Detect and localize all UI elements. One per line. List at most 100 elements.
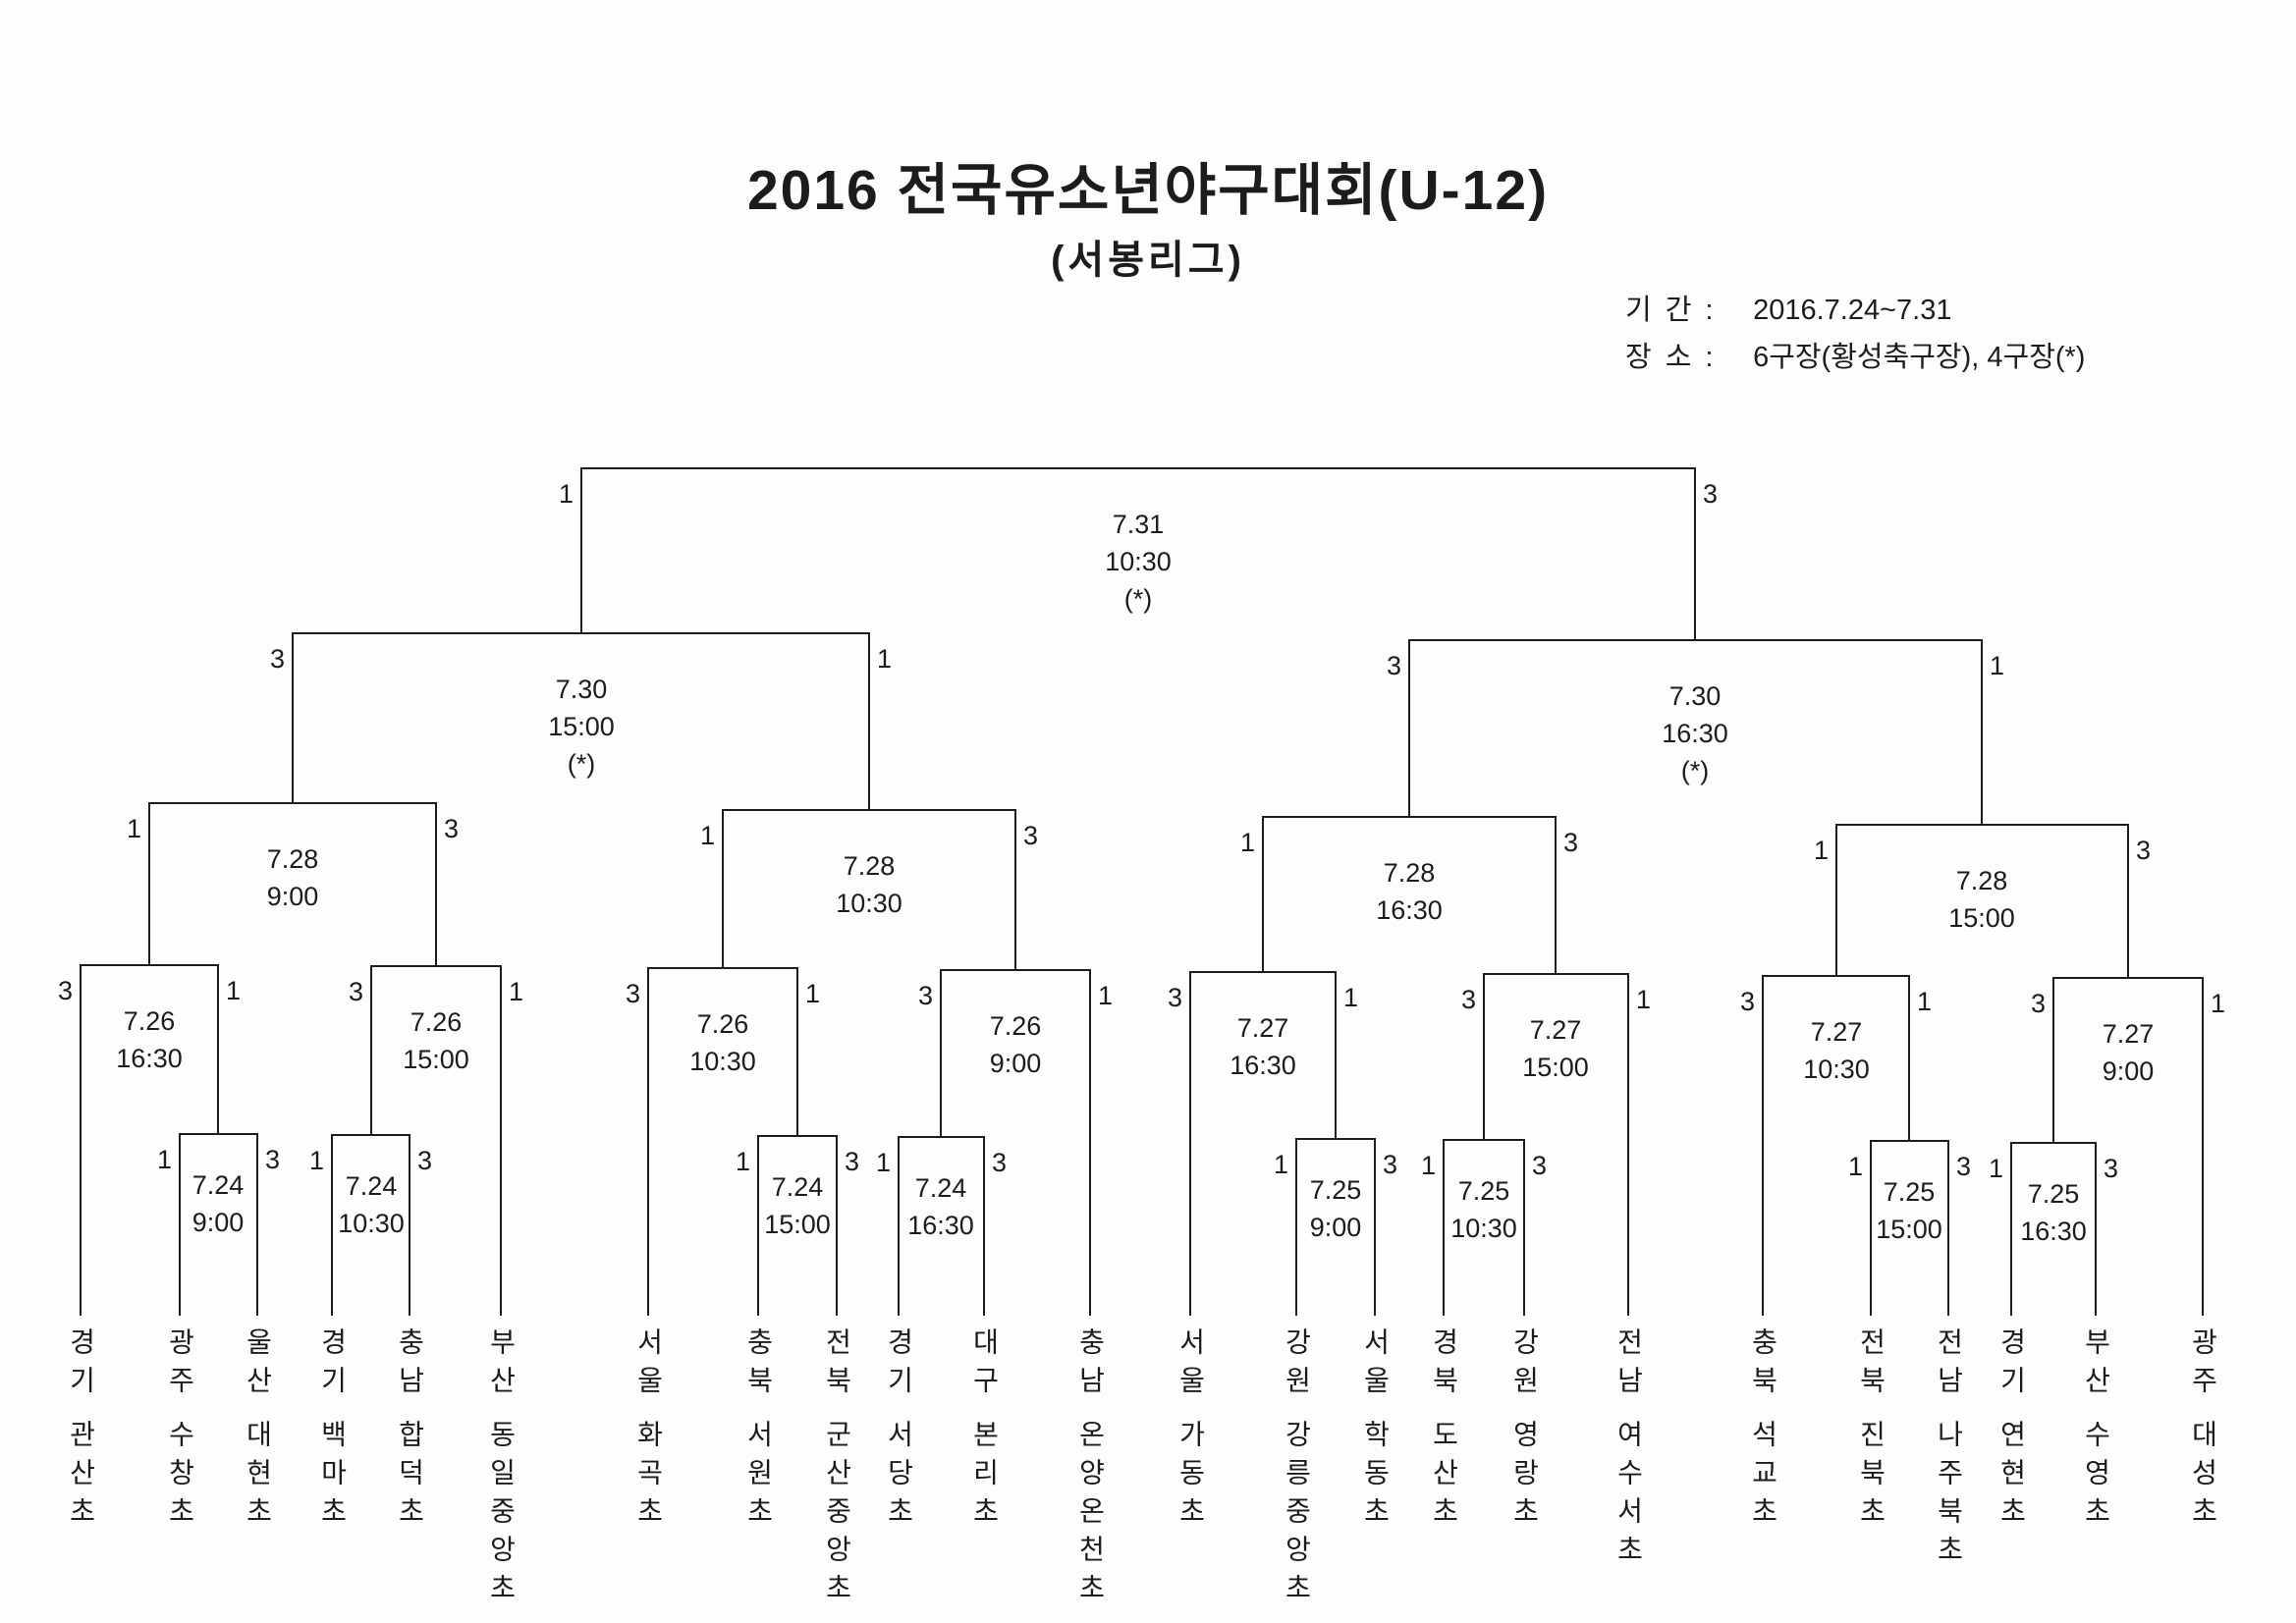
team-school: 도산초 [1429,1420,1459,1535]
team-school: 서당초 [884,1420,914,1535]
team-label: 전남나주북초 [1929,1327,1968,1573]
team-region: 광주 [165,1327,195,1404]
match-qf2-score-left: 1 [699,821,715,850]
match-date: 7.28 [266,844,319,874]
match-time: 16:30 [2020,1217,2087,1246]
match-fr7: 7.25 15:00 [1876,1173,1942,1248]
match-semi-left-score-left: 3 [269,644,285,674]
match-r2-5-score-left: 3 [1167,983,1182,1012]
match-r2-3-score-left: 3 [625,979,640,1008]
match-fr8: 7.25 16:30 [2020,1175,2087,1250]
team-region: 경기 [884,1327,914,1404]
match-r2-3-score-right: 1 [805,979,821,1008]
team-region: 경기 [317,1327,348,1404]
match-date: 7.25 [2027,1179,2080,1209]
team-label: 경기관산초 [61,1327,100,1535]
match-qf4-score-left: 1 [1813,836,1829,865]
match-qf3: 7.28 16:30 [1376,854,1443,929]
match-qf4-score-right: 3 [2136,836,2152,865]
team-region: 경북 [1429,1327,1459,1404]
match-fr3-score-right: 3 [845,1147,860,1176]
match-qf1-score-right: 3 [444,814,460,843]
match-r2-8: 7.27 9:00 [2103,1015,2155,1090]
team-school: 군산중앙초 [822,1420,852,1611]
match-r2-8-score-left: 3 [2030,989,2046,1018]
match-r2-6: 7.27 15:00 [1522,1011,1589,1086]
team-label: 경북도산초 [1424,1327,1463,1535]
team-region: 전북 [822,1327,852,1404]
match-semi-right-score-right: 1 [1990,651,2005,680]
team-region: 부산 [2081,1327,2111,1404]
team-label: 전북군산중앙초 [817,1327,856,1611]
match-time: 16:30 [1376,895,1443,925]
match-fr4-score-right: 3 [992,1148,1008,1177]
match-time: 9:00 [266,882,319,911]
tournament-info: 기 간 : 2016.7.24~7.31 장 소 : 6구장(황성축구장), 4… [1625,287,2085,381]
info-venue-row: 장 소 : 6구장(황성축구장), 4구장(*) [1625,334,2085,381]
team-label: 서울학동초 [1355,1327,1394,1535]
team-region: 충남 [395,1327,425,1404]
match-r2-6-score-right: 1 [1636,985,1652,1014]
team-region: 전남 [1934,1327,1964,1404]
match-venue-marker: (*) [1680,756,1710,785]
match-fr6-score-left: 1 [1420,1151,1436,1180]
match-time: 15:00 [1948,903,2015,933]
team-label: 강원강릉중앙초 [1277,1327,1316,1611]
match-r2-6-score-left: 3 [1460,985,1476,1014]
match-time: 10:30 [836,889,902,918]
match-time: 10:30 [689,1047,756,1076]
info-period-row: 기 간 : 2016.7.24~7.31 [1625,287,2085,334]
match-fr7-score-right: 3 [1956,1152,1972,1181]
match-r2-8-score-right: 1 [2211,989,2226,1018]
team-region: 전남 [1613,1327,1644,1404]
match-fr7-score-left: 1 [1847,1152,1863,1181]
match-r2-2: 7.26 15:00 [403,1003,469,1078]
team-school: 대현초 [243,1420,273,1535]
match-time: 10:30 [1105,547,1172,576]
match-r2-7-score-right: 1 [1917,987,1933,1016]
match-final-score-left: 1 [558,479,574,509]
match-date: 7.26 [123,1006,176,1036]
team-school: 관산초 [66,1420,96,1535]
match-time: 16:30 [907,1211,974,1240]
match-final-score-right: 3 [1703,479,1719,509]
team-school: 나주북초 [1934,1420,1964,1573]
match-r2-7: 7.27 10:30 [1803,1013,1870,1088]
match-date: 7.28 [1383,858,1436,888]
team-label: 충남온양온천초 [1070,1327,1110,1611]
team-label: 충북서원초 [738,1327,778,1535]
match-fr3: 7.24 15:00 [764,1168,831,1243]
team-region: 충북 [743,1327,774,1404]
match-time: 15:00 [1876,1215,1942,1244]
match-date: 7.31 [1112,510,1165,539]
match-r2-1: 7.26 16:30 [116,1002,183,1077]
team-school: 강릉중앙초 [1282,1420,1312,1611]
team-label: 충북석교초 [1743,1327,1782,1535]
match-fr2: 7.24 10:30 [338,1167,405,1242]
period-value: 2016.7.24~7.31 [1753,295,1952,326]
match-time: 15:00 [548,712,615,741]
team-school: 여수서초 [1613,1420,1644,1573]
team-label: 전남여수서초 [1609,1327,1648,1573]
match-r2-5-score-right: 1 [1343,983,1359,1012]
team-region: 서울 [1360,1327,1391,1404]
team-school: 진북초 [1856,1420,1886,1535]
match-time: 9:00 [2102,1056,2155,1086]
match-date: 7.24 [771,1172,824,1202]
match-fr8-score-left: 1 [1988,1154,2003,1183]
team-label: 울산대현초 [238,1327,277,1535]
match-qf4: 7.28 15:00 [1948,862,2015,937]
match-fr6-score-right: 3 [1532,1151,1548,1180]
match-date: 7.25 [1883,1177,1936,1207]
team-region: 강원 [1282,1327,1312,1404]
match-qf2-score-right: 3 [1023,821,1039,850]
team-school: 수창초 [165,1420,195,1535]
match-time: 16:30 [1230,1051,1296,1080]
team-label: 전북진북초 [1851,1327,1890,1535]
team-label: 광주대성초 [2183,1327,2222,1535]
match-time: 10:30 [1803,1055,1870,1084]
match-time: 16:30 [116,1044,183,1073]
team-label: 경기서당초 [879,1327,918,1535]
match-r2-1-score-left: 3 [57,976,73,1005]
